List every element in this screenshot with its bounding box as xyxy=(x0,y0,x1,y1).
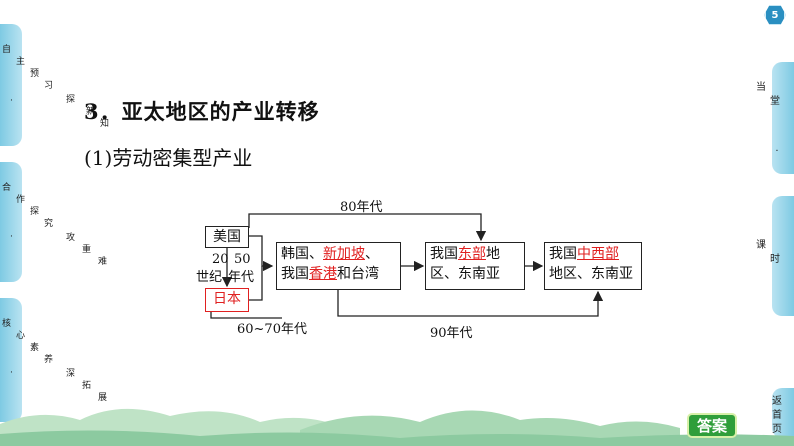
box-central-west-china: 我国中西部 地区、东南亚 xyxy=(544,242,642,290)
right-nav-char: 页 xyxy=(772,424,782,435)
mountain-decoration xyxy=(0,408,794,446)
era-20: 20 xyxy=(212,252,229,267)
right-tab-practice[interactable] xyxy=(772,62,794,174)
japan-label: 日本 xyxy=(213,291,241,307)
label-80s: 80年代 xyxy=(340,200,383,215)
right-tab-home[interactable] xyxy=(772,388,794,438)
right-tab-homework[interactable] xyxy=(772,196,794,316)
box2-text-d: 区、东南亚 xyxy=(430,266,500,282)
era-50: 50 xyxy=(234,252,251,267)
box2-text-a: 我国 xyxy=(430,246,458,262)
nav-char: 养 xyxy=(44,355,54,365)
right-nav-char: 课 xyxy=(756,240,766,251)
era-decade: 年代 xyxy=(228,270,255,285)
answer-button[interactable]: 答案 xyxy=(687,413,737,438)
nav-dot: · xyxy=(10,368,13,378)
nav-char: 攻 xyxy=(66,233,76,243)
nav-char: 究 xyxy=(44,219,54,229)
nav-char: 知 xyxy=(100,119,110,129)
nav-char: 探 xyxy=(66,95,76,105)
left-tab-preview[interactable] xyxy=(0,24,22,146)
right-nav-char: 返 xyxy=(772,396,782,407)
section-title: 3．亚太地区的产业转移 xyxy=(84,99,320,124)
nav-char: 核 xyxy=(2,319,12,329)
right-nav-char: 时 xyxy=(770,254,780,265)
nav-char: 素 xyxy=(30,343,40,353)
right-nav-char: 首 xyxy=(772,410,782,421)
arrow-japan-box1 xyxy=(249,266,263,301)
nav-dot: · xyxy=(10,232,13,242)
arrow-80s xyxy=(248,213,487,242)
nav-char: 拓 xyxy=(82,381,92,391)
box-east-china: 我国东部地 区、东南亚 xyxy=(425,242,525,290)
label-60-70s: 60~70年代 xyxy=(237,322,307,337)
nav-char: 深 xyxy=(66,369,76,379)
box3-text-c: 地区、东南亚 xyxy=(549,266,633,282)
nav-dot: · xyxy=(10,96,13,106)
nav-char: 合 xyxy=(2,183,12,193)
nav-char: 作 xyxy=(16,195,26,205)
right-nav-dot: · xyxy=(775,146,779,157)
box1-text-d: 我国 xyxy=(281,266,309,282)
section-subtitle: (1)劳动密集型产业 xyxy=(84,146,253,170)
nav-char: 重 xyxy=(82,245,92,255)
box1-text-c: 、 xyxy=(365,246,379,262)
box3-text-a: 我国 xyxy=(549,246,577,262)
nav-char: 新 xyxy=(86,107,96,117)
right-nav-char: 堂 xyxy=(770,96,780,107)
left-tab-literacy[interactable] xyxy=(0,298,22,422)
label-90s: 90年代 xyxy=(430,326,473,341)
nav-char: 心 xyxy=(16,331,26,341)
nav-char: 探 xyxy=(30,207,40,217)
era-century: 世纪 xyxy=(196,270,223,285)
arrow-90s xyxy=(337,290,604,317)
arrow-usa-box1 xyxy=(249,235,274,272)
line-60-70s xyxy=(210,312,282,319)
box-usa: 美国 xyxy=(205,226,249,248)
left-tab-explore[interactable] xyxy=(0,162,22,282)
box1-text-hongkong: 香港 xyxy=(309,266,337,282)
box2-text-c: 地 xyxy=(486,246,500,262)
usa-label: 美国 xyxy=(213,229,241,245)
box1-text-a: 韩国、 xyxy=(281,246,323,262)
box1-text-singapore: 新加坡 xyxy=(323,246,365,262)
box-asian-tigers: 韩国、新加坡、 我国香港和台湾 xyxy=(276,242,401,290)
box-japan: 日本 xyxy=(205,288,249,312)
page-number-badge: 5 xyxy=(764,5,786,25)
nav-char: 习 xyxy=(44,81,54,91)
nav-char: 主 xyxy=(16,57,26,67)
nav-char: 展 xyxy=(98,393,108,403)
right-nav-char: 当 xyxy=(756,82,766,93)
box2-text-east: 东部 xyxy=(458,246,486,262)
nav-char: 难 xyxy=(98,257,108,267)
nav-char: 预 xyxy=(30,69,40,79)
box3-text-central-west: 中西部 xyxy=(577,246,619,262)
nav-char: 自 xyxy=(2,45,12,55)
box1-text-f: 和台湾 xyxy=(337,266,379,282)
